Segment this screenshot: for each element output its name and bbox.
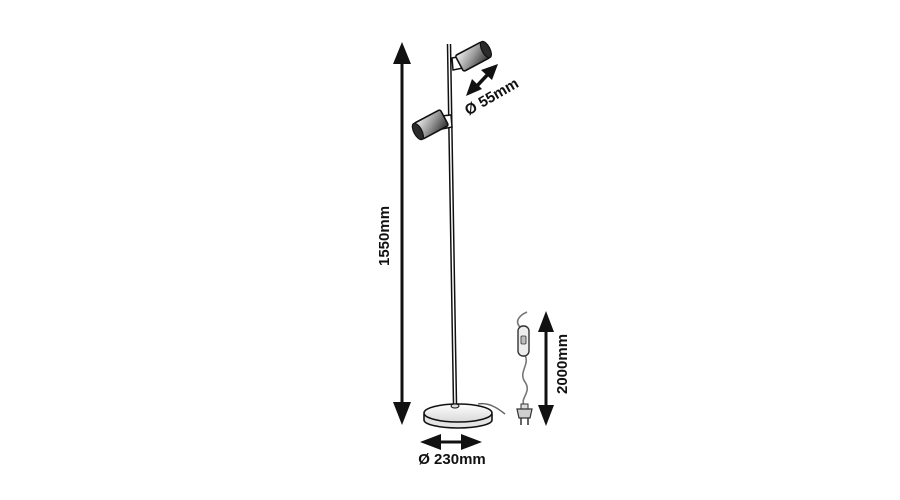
head-diameter-label: Ø 55mm xyxy=(462,75,522,119)
power-cord xyxy=(516,311,533,425)
height-arrow-bottom-head xyxy=(393,402,411,425)
base-diameter-dimension: Ø 230mm xyxy=(418,434,486,468)
cable-length-arrow-bottom-head xyxy=(538,405,554,426)
base-diameter-arrow-left-head xyxy=(420,434,441,450)
lamp-base xyxy=(423,403,493,429)
plug xyxy=(516,403,533,425)
base-diameter-label: Ø 230mm xyxy=(418,451,486,468)
head-diameter-arrow-head-b xyxy=(481,64,498,80)
head-diameter-dimension: Ø 55mm xyxy=(462,64,522,119)
height-arrow-top-head xyxy=(393,42,411,64)
cord-switch-button xyxy=(520,335,527,345)
head-diameter-arrow-head-a xyxy=(466,79,482,96)
lamp-pole xyxy=(446,43,458,405)
height-label: 1550mm xyxy=(376,206,393,266)
upper-spotlight xyxy=(451,40,492,72)
cable-length-dimension: 2000mm xyxy=(538,311,571,426)
cable-length-label: 2000mm xyxy=(554,334,571,394)
height-dimension: 1550mm xyxy=(376,42,411,425)
lamp-cable xyxy=(477,402,506,415)
lower-spotlight xyxy=(411,109,453,141)
cable-length-arrow-top-head xyxy=(538,311,554,332)
cord-line xyxy=(516,311,529,406)
base-diameter-arrow-right-head xyxy=(461,434,482,450)
